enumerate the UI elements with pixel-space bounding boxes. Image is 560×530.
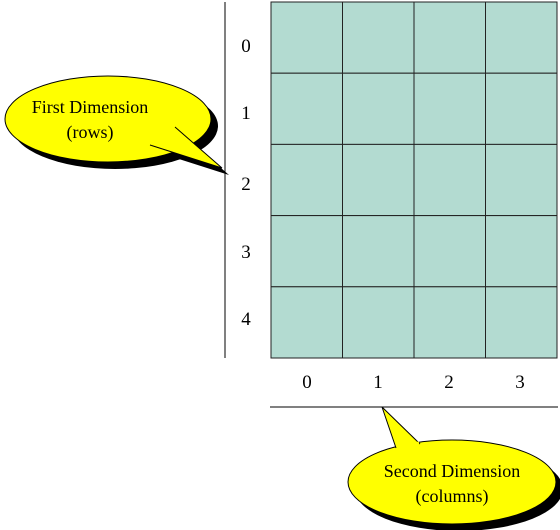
rows-callout-tail: [149, 126, 223, 169]
grid-cell-r3-c1: [342, 215, 415, 288]
column-label: 2: [444, 372, 454, 393]
grid-cells: [270, 1, 558, 359]
grid-cell-r4-c0: [270, 286, 343, 359]
columns-callout: Second Dimension (columns): [347, 406, 560, 530]
grid-cell-r4-c3: [485, 286, 558, 359]
row-label: 3: [241, 242, 251, 263]
column-label: 3: [515, 372, 525, 393]
row-label: 1: [241, 103, 251, 124]
grid-cell-r0-c1: [342, 1, 415, 74]
grid-cell-r1-c1: [342, 72, 415, 145]
rows-callout: First Dimension (rows): [4, 75, 229, 175]
columns-callout-subtitle: (columns): [416, 486, 489, 507]
grid-cell-r0-c2: [413, 1, 486, 74]
grid-cell-r1-c3: [485, 72, 558, 145]
column-label: 0: [302, 372, 312, 393]
grid-cell-r3-c3: [485, 215, 558, 288]
column-labels: 0 1 2 3: [302, 372, 525, 393]
row-labels: 0 1 2 3 4: [241, 36, 251, 330]
row-label: 0: [241, 36, 251, 57]
row-label: 4: [241, 309, 251, 330]
grid-cell-r0-c3: [485, 1, 558, 74]
columns-callout-title: Second Dimension: [384, 461, 521, 481]
grid-cell-r1-c0: [270, 72, 343, 145]
columns-callout-bubble: [347, 439, 557, 525]
grid-cell-r2-c2: [413, 143, 486, 217]
grid-cell-r2-c1: [342, 143, 415, 217]
grid-cell-r2-c0: [270, 143, 343, 217]
grid-cell-r2-c3: [485, 143, 558, 217]
row-label: 2: [241, 174, 251, 195]
rows-callout-subtitle: (rows): [67, 122, 114, 143]
rows-callout-title: First Dimension: [32, 97, 149, 117]
grid-cell-r3-c0: [270, 215, 343, 288]
grid-cell-r4-c1: [342, 286, 415, 359]
grid-cell-r3-c2: [413, 215, 486, 288]
grid-cell-r1-c2: [413, 72, 486, 145]
grid-cell-r4-c2: [413, 286, 486, 359]
column-label: 1: [373, 372, 383, 393]
grid-cell-r0-c0: [270, 1, 343, 74]
columns-callout-tail: [381, 406, 421, 449]
